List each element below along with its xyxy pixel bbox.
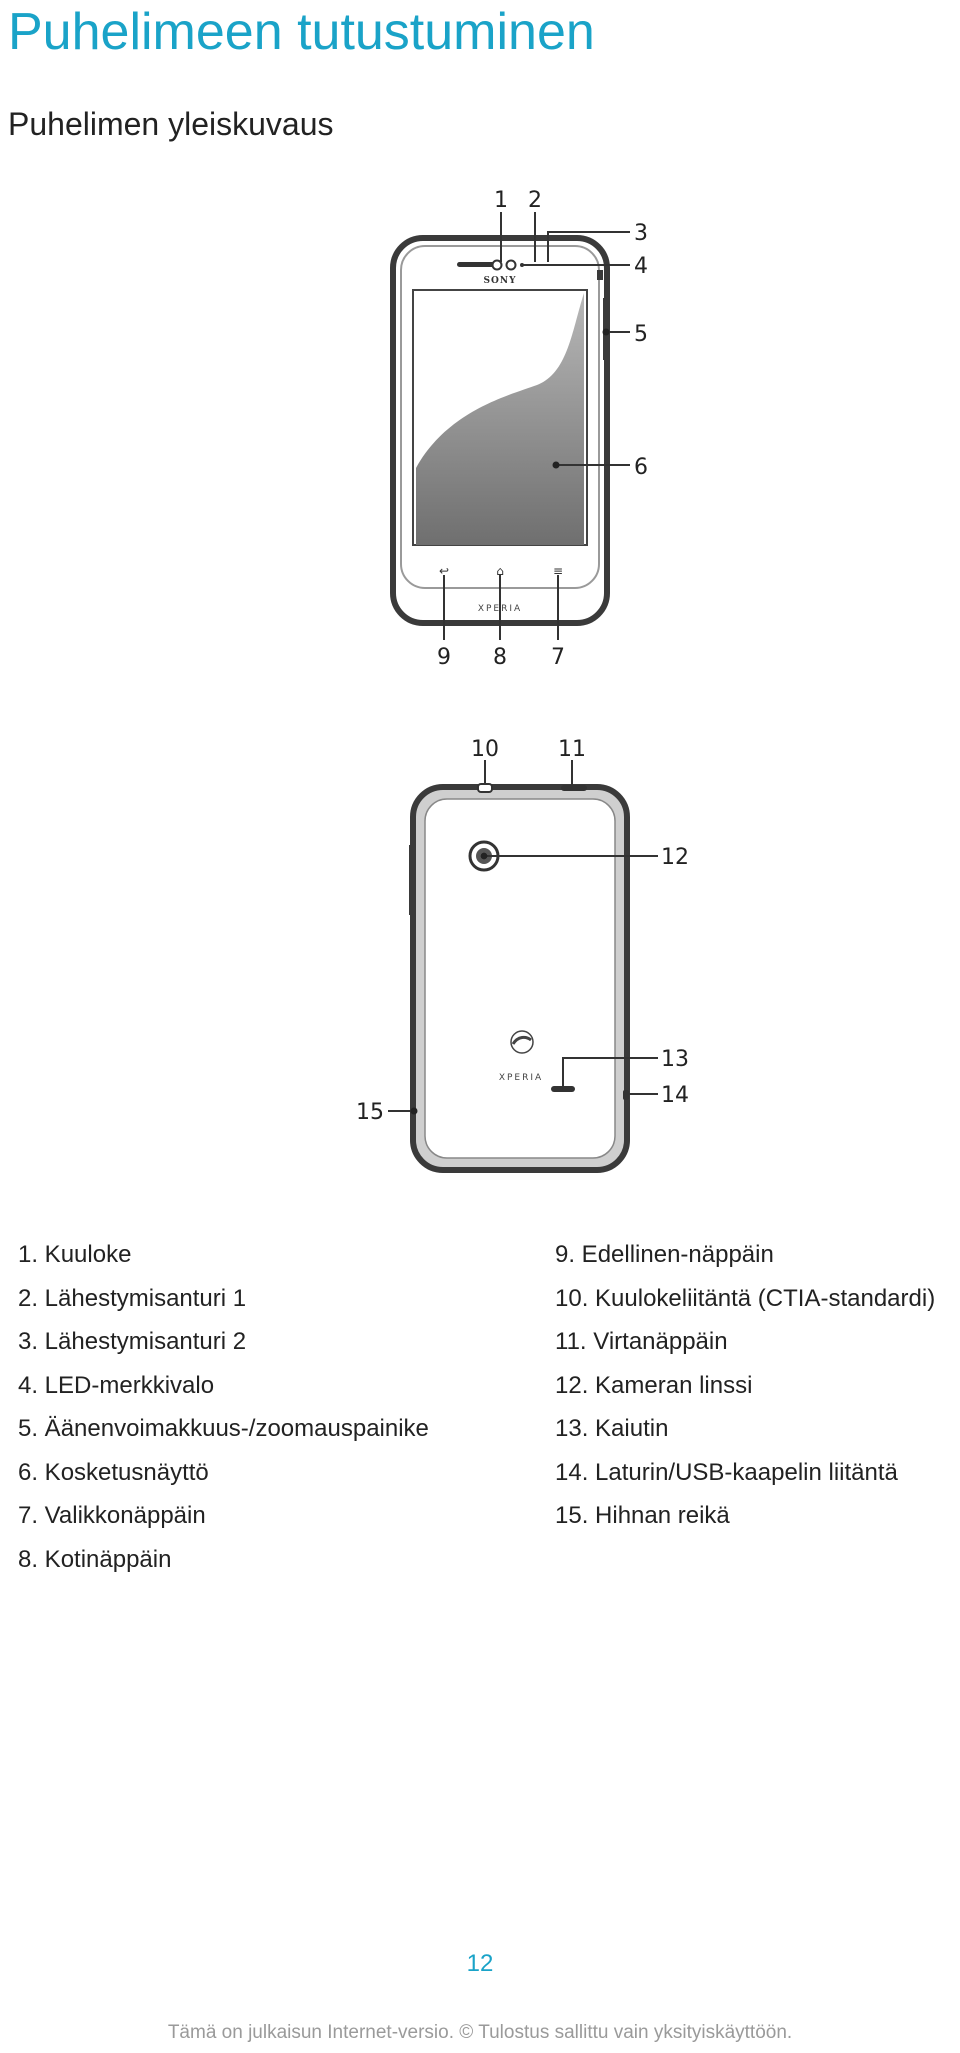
- legend-item: 7. Valikkonäppäin: [18, 1502, 206, 1529]
- callout-11: 11: [558, 737, 586, 762]
- legend-item: 2. Lähestymisanturi 1: [18, 1284, 247, 1312]
- callout-1: 1: [494, 188, 508, 213]
- legend-item: 5. Äänenvoimakkuus-/zoomauspainike: [18, 1415, 429, 1442]
- callout-9: 9: [437, 645, 451, 670]
- callout-2: 2: [528, 188, 542, 213]
- phone-back-illustration: XPERIA: [409, 783, 630, 1173]
- footer-notice: Tämä on julkaisun Internet-versio. © Tul…: [167, 2022, 793, 2043]
- legend-item: 11. Virtanäppäin: [555, 1328, 728, 1355]
- callout-3: 3: [634, 221, 648, 246]
- back-model-logo: XPERIA: [499, 1073, 543, 1083]
- page-title: Puhelimeen tutustuminen: [8, 3, 595, 61]
- callout-numbers: 1 2 3 4 5 6 7 8 9 10 11 12 13 14 15: [356, 188, 689, 1125]
- front-leader-lines: [443, 212, 630, 640]
- menu-key-icon: ≡: [553, 564, 563, 578]
- legend-item: 8. Kotinäppäin: [18, 1545, 172, 1573]
- callout-7: 7: [551, 645, 565, 670]
- callout-13: 13: [661, 1047, 689, 1072]
- back-leader-lines: [388, 760, 658, 1112]
- legend-left-column: 1. Kuuloke 2. Lähestymisanturi 1 3. Lähe…: [18, 1233, 429, 1581]
- legend-item: 13. Kaiutin: [555, 1415, 669, 1442]
- front-leader-dots: [552, 328, 610, 469]
- callout-15: 15: [356, 1100, 384, 1125]
- legend-item: 6. Kosketusnäyttö: [18, 1458, 209, 1486]
- callout-8: 8: [493, 645, 507, 670]
- callout-10: 10: [471, 737, 499, 762]
- legend-item: 10. Kuulokeliitäntä (CTIA-standardi): [555, 1284, 936, 1312]
- callout-4: 4: [634, 254, 648, 279]
- callout-5: 5: [634, 322, 648, 347]
- legend-item: 4. LED-merkkivalo: [18, 1371, 215, 1399]
- callout-6: 6: [634, 455, 648, 480]
- legend-item: 14. Laturin/USB-kaapelin liitäntä: [555, 1458, 898, 1486]
- front-brand-logo: SONY: [484, 276, 517, 286]
- legend-item: 12. Kameran linssi: [555, 1371, 753, 1399]
- back-key-icon: ↩: [439, 564, 449, 578]
- home-key-icon: ⌂: [496, 564, 504, 578]
- legend-item: 9. Edellinen-näppäin: [555, 1241, 774, 1268]
- page-number: 12: [466, 1950, 494, 1977]
- legend-right-column: 9. Edellinen-näppäin 10. Kuulokeliitäntä…: [555, 1233, 935, 1538]
- phone-overview-figure: SONY ↩ ⌂ ≡ XPERIA XPERIA: [356, 188, 689, 1173]
- legend-item: 1. Kuuloke: [18, 1241, 132, 1268]
- callout-14: 14: [661, 1083, 689, 1108]
- legend-item: 15. Hihnan reikä: [555, 1502, 730, 1529]
- back-leader-dots: [410, 852, 488, 1115]
- section-subtitle: Puhelimen yleiskuvaus: [8, 106, 334, 142]
- phone-front-illustration: SONY ↩ ⌂ ≡ XPERIA: [390, 235, 610, 626]
- legend-item: 3. Lähestymisanturi 2: [18, 1328, 247, 1355]
- callout-12: 12: [661, 845, 689, 870]
